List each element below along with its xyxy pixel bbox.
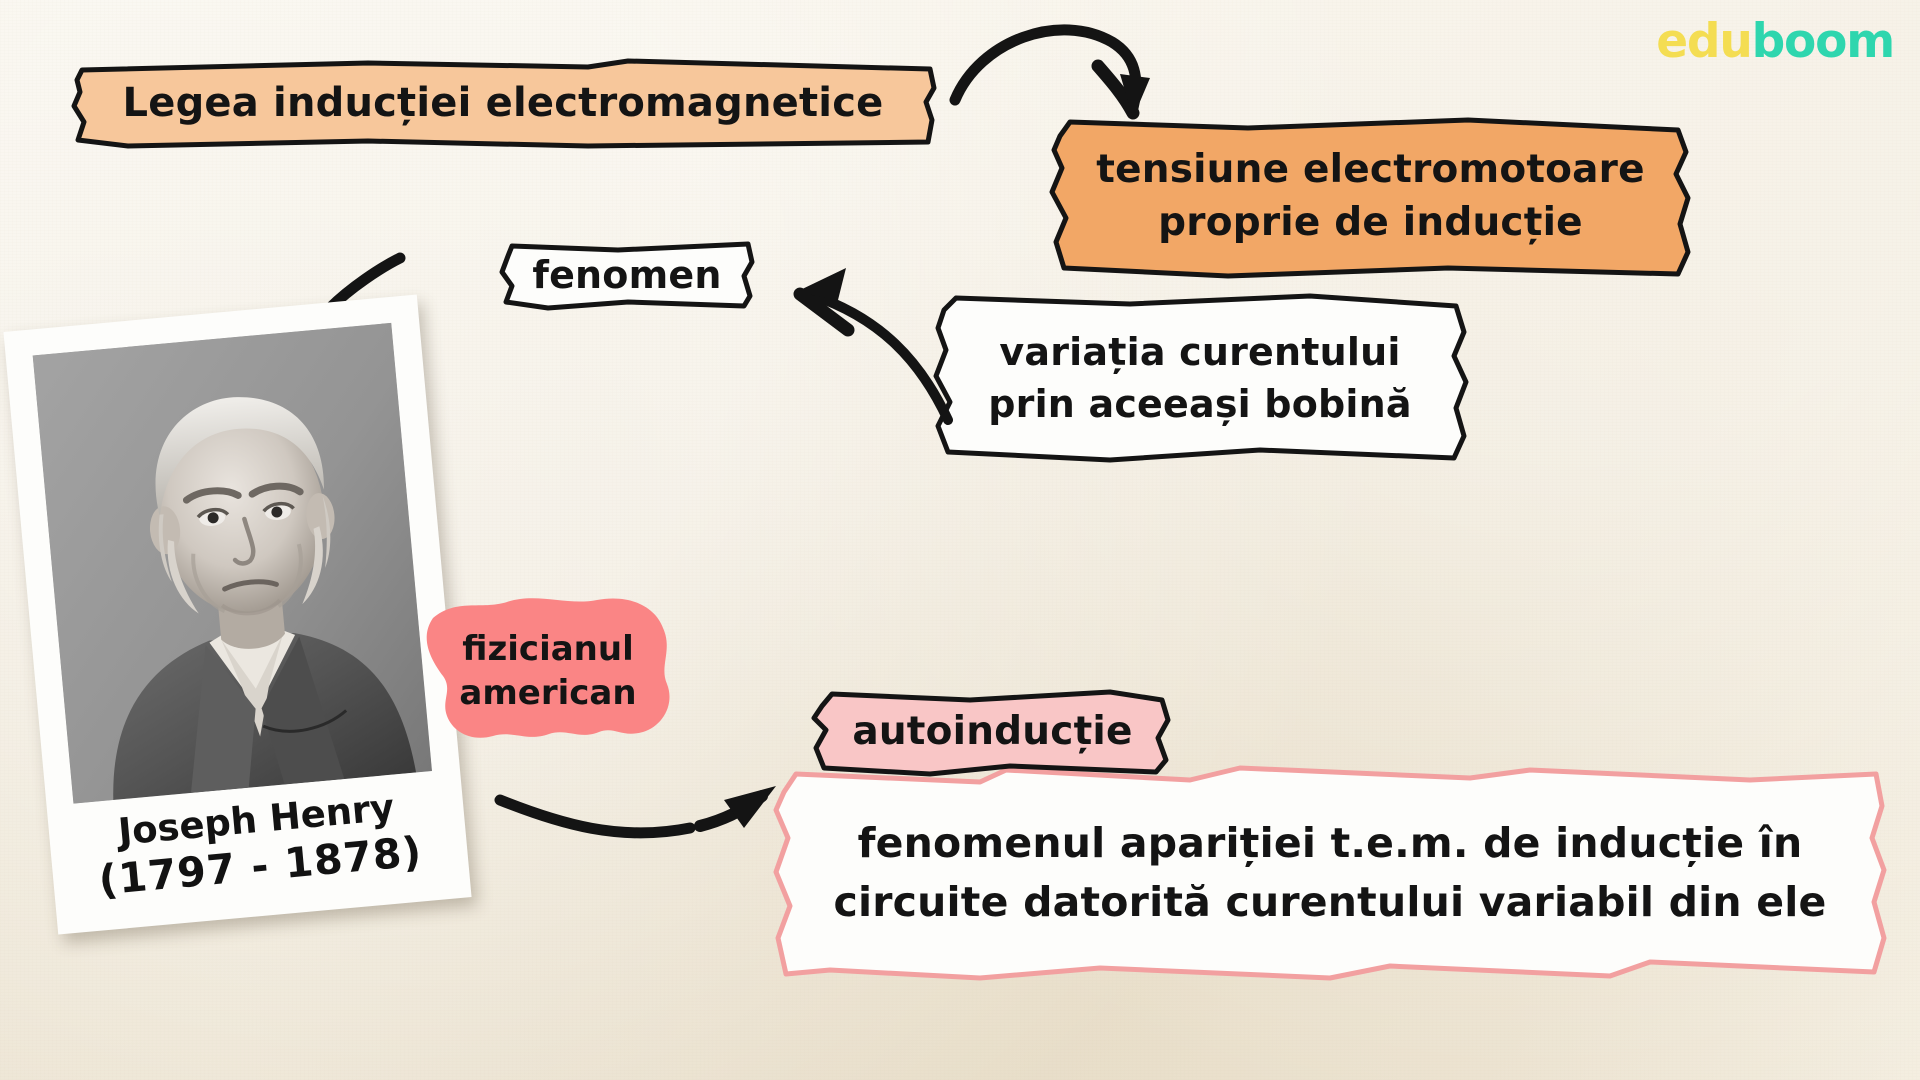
node-variatia: variația curentului prin aceeași bobină — [930, 292, 1470, 464]
eduboom-logo: eduboom — [1656, 14, 1896, 69]
joseph-henry-portrait — [32, 322, 432, 804]
node-title: Legea inducției electromagnetice — [68, 58, 938, 149]
node-fizician-badge: fizicianul american — [417, 592, 679, 752]
node-fenomen: fenomen — [498, 240, 756, 311]
node-fizician-label: fizicianul american — [459, 629, 637, 713]
node-fenomen-label: fenomen — [532, 252, 722, 297]
node-variatia-label: variația curentului prin aceeași bobină — [988, 329, 1412, 426]
node-autoinductie: autoinducție — [810, 686, 1175, 778]
logo-boom-text: boom — [1751, 14, 1896, 69]
node-tem: tensiune electromotoare proprie de induc… — [1048, 112, 1693, 282]
arrow-variatia-to-fenomen — [793, 268, 953, 425]
polaroid-photo-card: Joseph Henry (1797 - 1878) — [3, 294, 472, 935]
node-definitie: fenomenul apariției t.e.m. de inducție î… — [770, 762, 1890, 984]
node-title-label: Legea inducției electromagnetice — [122, 79, 884, 126]
logo-edu-text: edu — [1656, 14, 1753, 69]
arrow-title-to-tem — [949, 24, 1150, 120]
node-autoinductie-label: autoinducție — [852, 709, 1133, 755]
arrow-photo-to-autoinductie — [494, 786, 776, 839]
node-tem-label: tensiune electromotoare proprie de induc… — [1096, 147, 1645, 245]
node-definitie-label: fenomenul apariției t.e.m. de inducție î… — [833, 818, 1827, 926]
